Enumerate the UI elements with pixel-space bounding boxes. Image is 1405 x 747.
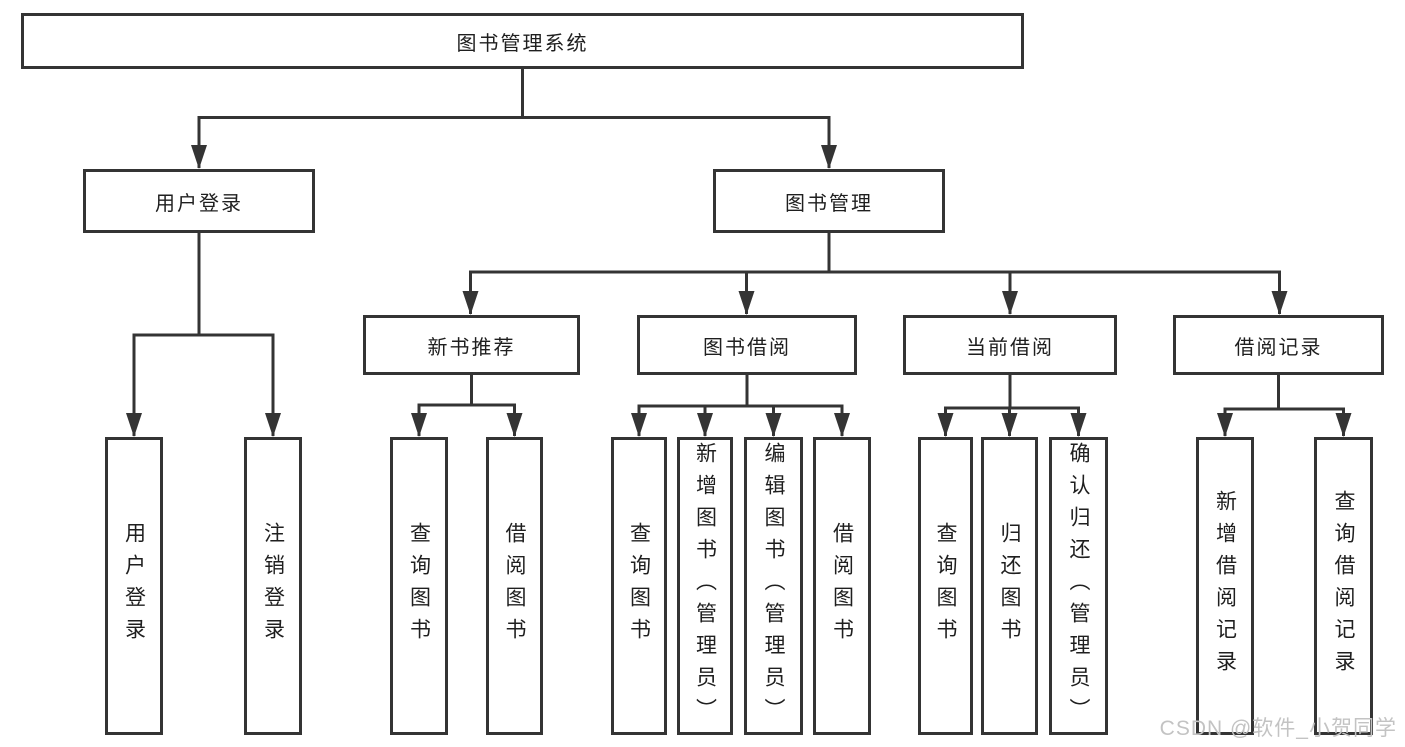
node-book-management: 图书管理 (713, 169, 945, 233)
leaf-user-login: 用户登录 (105, 437, 163, 735)
leaf-edit-books-admin: 编辑图书（管理员） (744, 437, 803, 735)
node-label: 查询图书 (934, 522, 957, 650)
node-label: 查询图书 (407, 522, 431, 650)
node-root-system: 图书管理系统 (21, 13, 1024, 69)
leaf-confirm-return-admin: 确认归还（管理员） (1049, 437, 1108, 735)
node-label: 查询图书 (627, 522, 651, 650)
node-label: 新增图书（管理员） (693, 442, 717, 730)
node-label: 确认归还（管理员） (1067, 442, 1090, 730)
node-book-borrow: 图书借阅 (637, 315, 857, 375)
leaf-query-books-3: 查询图书 (918, 437, 973, 735)
arrowheads (126, 145, 1352, 437)
node-borrow-record: 借阅记录 (1173, 315, 1384, 375)
node-label: 图书借阅 (703, 336, 791, 359)
node-label: 当前借阅 (966, 336, 1054, 359)
leaf-logout: 注销登录 (244, 437, 302, 735)
leaf-query-books-1: 查询图书 (390, 437, 448, 735)
node-label: 归还图书 (998, 522, 1021, 650)
leaf-return-books: 归还图书 (981, 437, 1038, 735)
node-label: 图书管理系统 (456, 32, 589, 55)
csdn-watermark: CSDN @软件_小贺同学 (1159, 717, 1397, 740)
node-label: 用户登录 (122, 522, 146, 650)
node-label: 图书管理 (785, 192, 873, 215)
leaf-borrow-books-1: 借阅图书 (486, 437, 543, 735)
node-current-borrow: 当前借阅 (903, 315, 1117, 375)
node-label: 查询借阅记录 (1332, 490, 1355, 682)
node-label: 编辑图书（管理员） (762, 442, 785, 730)
leaf-query-borrow-record: 查询借阅记录 (1314, 437, 1373, 735)
node-label: 借阅图书 (830, 522, 854, 650)
leaf-query-books-2: 查询图书 (611, 437, 667, 735)
node-label: 新增借阅记录 (1213, 490, 1237, 682)
node-label: 新书推荐 (427, 336, 516, 359)
node-label: 注销登录 (261, 522, 285, 650)
node-label: 用户登录 (155, 192, 243, 215)
leaf-add-books-admin: 新增图书（管理员） (677, 437, 733, 735)
leaf-add-borrow-record: 新增借阅记录 (1196, 437, 1254, 735)
node-label: 借阅图书 (503, 522, 526, 650)
node-user-login: 用户登录 (83, 169, 315, 233)
node-new-book-recommend: 新书推荐 (363, 315, 580, 375)
leaf-borrow-books-2: 借阅图书 (813, 437, 871, 735)
node-label: 借阅记录 (1234, 336, 1323, 359)
